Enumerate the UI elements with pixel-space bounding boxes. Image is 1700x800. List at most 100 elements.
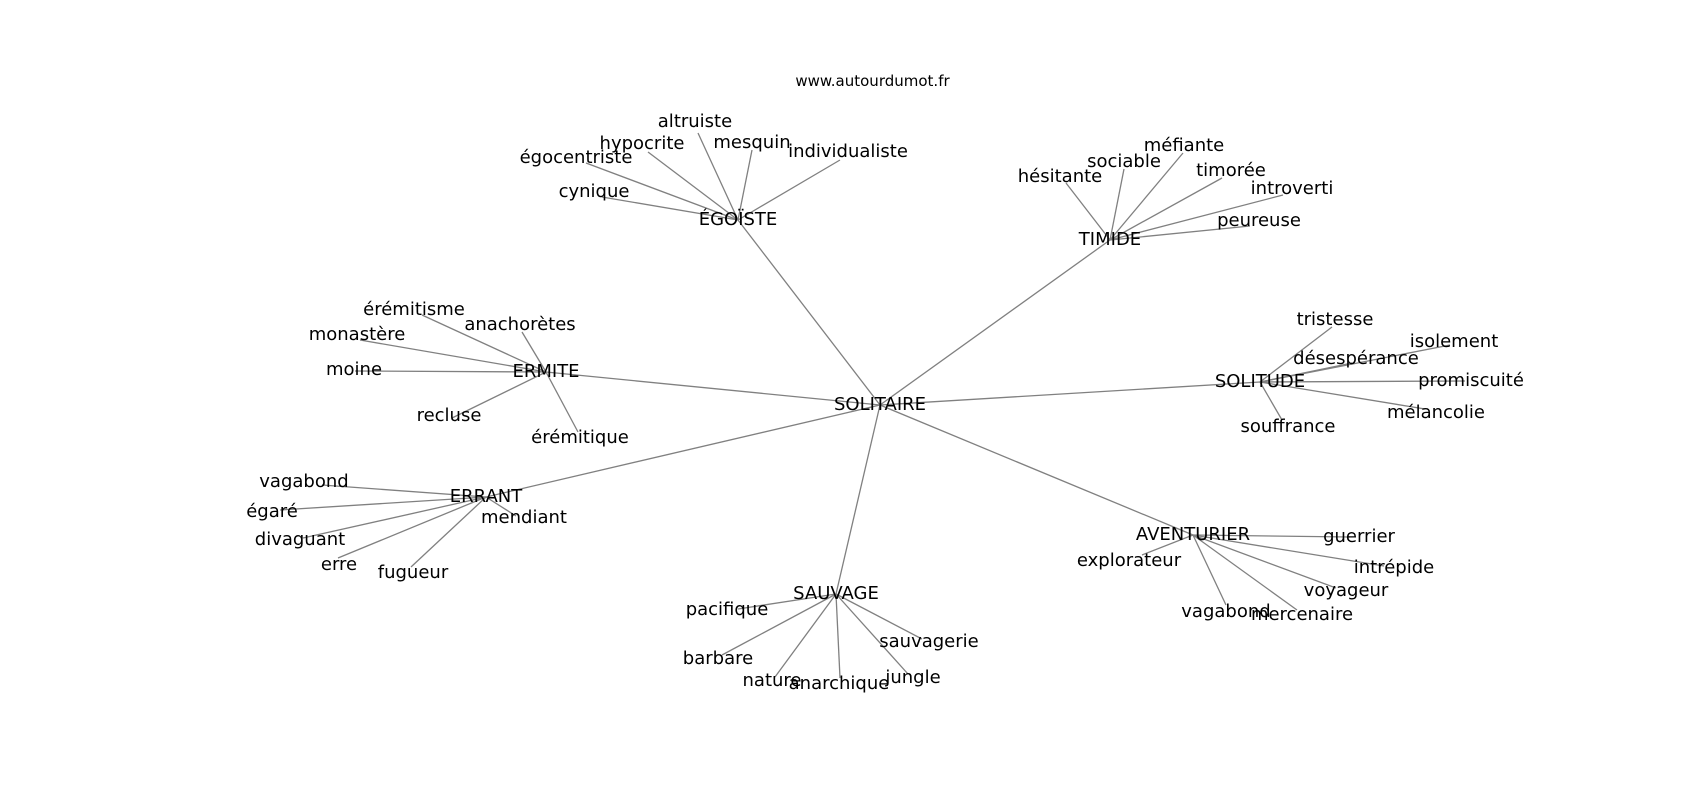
- edge-hub-to-leaf: [697, 132, 739, 221]
- leaf-node: intrépide: [1354, 557, 1434, 578]
- hub-node: ERRANT: [450, 486, 523, 507]
- edge-hub-to-leaf: [721, 593, 837, 656]
- edge-root-to-hub: [545, 371, 881, 406]
- leaf-node: erre: [321, 554, 357, 575]
- leaf-node: érémitique: [531, 427, 629, 448]
- leaf-node: barbare: [683, 648, 753, 669]
- leaf-node: promiscuité: [1418, 370, 1524, 391]
- edge-hub-to-leaf: [835, 593, 909, 675]
- edge-hub-to-leaf: [485, 496, 517, 517]
- edge-hub-to-leaf: [1065, 182, 1111, 241]
- leaf-node: peureuse: [1217, 210, 1301, 231]
- hub-node: SOLITUDE: [1215, 371, 1305, 392]
- edge-hub-to-leaf: [1109, 194, 1284, 241]
- edge-hub-to-leaf: [1192, 534, 1298, 611]
- edge-hub-to-leaf: [737, 149, 753, 221]
- edge-hub-to-leaf: [1259, 362, 1353, 383]
- edge-hub-to-leaf: [737, 593, 837, 610]
- edge-hub-to-leaf: [1259, 381, 1283, 421]
- edge-root-to-hub: [737, 219, 881, 406]
- edge-hub-to-leaf: [585, 162, 739, 221]
- leaf-node: tristesse: [1297, 309, 1374, 330]
- edge-hub-to-leaf: [1192, 534, 1385, 567]
- edge-hub-to-leaf: [1109, 168, 1125, 241]
- leaf-node: timorée: [1196, 160, 1266, 181]
- leaf-node: recluse: [417, 405, 482, 426]
- edge-hub-to-leaf: [279, 496, 487, 511]
- edge-hub-to-leaf: [1192, 534, 1337, 589]
- leaf-node: explorateur: [1077, 550, 1182, 571]
- leaf-node: hypocrite: [600, 133, 685, 154]
- edge-hub-to-leaf: [451, 371, 547, 419]
- edge-root-to-hub: [879, 239, 1111, 406]
- leaf-node: cynique: [559, 181, 630, 202]
- leaf-node: sociable: [1087, 151, 1161, 172]
- edge-root-to-hub: [835, 404, 881, 595]
- leaf-node: désespérance: [1293, 348, 1419, 369]
- edge-hub-to-leaf: [774, 593, 837, 678]
- hub-node: ERMITE: [512, 361, 579, 382]
- leaf-node: mélancolie: [1387, 402, 1485, 423]
- leaf-node: moine: [326, 359, 382, 380]
- leaf-node: égocentriste: [520, 147, 633, 168]
- leaf-node: nature: [743, 670, 802, 691]
- leaf-node: vagabond: [1181, 601, 1270, 622]
- edge-hub-to-leaf: [1141, 534, 1194, 556]
- leaf-node: guerrier: [1323, 526, 1395, 547]
- leaf-node: méfiante: [1144, 135, 1225, 156]
- edge-hub-to-leaf: [601, 196, 739, 221]
- leaf-node: pacifique: [686, 599, 769, 620]
- edge-hub-to-leaf: [1109, 225, 1251, 241]
- leaf-node: altruiste: [658, 111, 732, 132]
- hub-node: TIMIDE: [1078, 229, 1141, 250]
- leaf-node: souffrance: [1240, 416, 1335, 437]
- edge-hub-to-leaf: [359, 339, 547, 373]
- edge-hub-to-leaf: [1259, 381, 1426, 410]
- edge-hub-to-leaf: [1109, 152, 1184, 241]
- leaf-node: individualiste: [788, 141, 908, 162]
- leaf-node: anarchique: [789, 673, 890, 694]
- edge-hub-to-leaf: [835, 593, 841, 679]
- edge-hub-to-leaf: [1192, 534, 1227, 606]
- site-url: www.autourdumot.fr: [795, 72, 950, 90]
- leaf-node: hésitante: [1018, 166, 1103, 187]
- leaf-node: monastère: [309, 324, 406, 345]
- edge-hub-to-leaf: [354, 370, 547, 373]
- leaf-node: anachorètes: [464, 314, 575, 335]
- leaf-node: sauvagerie: [879, 631, 978, 652]
- edge-hub-to-leaf: [737, 159, 841, 221]
- edge-hub-to-leaf: [302, 496, 487, 539]
- leaf-node: isolement: [1410, 331, 1499, 352]
- edge-hub-to-leaf: [545, 371, 579, 433]
- edge-hub-to-leaf: [647, 151, 739, 221]
- edges-layer: [279, 132, 1466, 679]
- leaf-node: érémitisme: [363, 299, 465, 320]
- edge-hub-to-leaf: [421, 314, 547, 373]
- leaf-node: voyageur: [1304, 580, 1389, 601]
- leaf-node: mercenaire: [1251, 604, 1353, 625]
- edge-root-to-hub: [485, 404, 881, 498]
- edge-root-to-hub: [879, 404, 1194, 536]
- leaf-node: mesquin: [713, 132, 790, 153]
- edge-hub-to-leaf: [1192, 534, 1351, 538]
- leaf-node: fugueur: [378, 562, 449, 583]
- edge-root-to-hub: [879, 381, 1261, 406]
- edge-hub-to-leaf: [1109, 177, 1223, 241]
- leaf-node: introverti: [1251, 178, 1334, 199]
- leaf-node: mendiant: [481, 507, 567, 528]
- leaf-node: divaguant: [255, 529, 345, 550]
- leaf-node: vagabond: [259, 471, 348, 492]
- leaf-node: égaré: [246, 501, 298, 522]
- hub-node: AVENTURIER: [1136, 524, 1250, 545]
- edge-hub-to-leaf: [835, 593, 923, 640]
- hub-node: ÉGOÏSTE: [699, 208, 778, 230]
- edge-hub-to-leaf: [1259, 326, 1333, 383]
- edge-hub-to-leaf: [521, 331, 547, 373]
- leaf-node: jungle: [884, 667, 940, 688]
- root-node: SOLITAIRE: [834, 394, 926, 415]
- hub-node: SAUVAGE: [793, 583, 879, 604]
- edge-hub-to-leaf: [337, 496, 487, 559]
- edge-hub-to-leaf: [321, 484, 487, 498]
